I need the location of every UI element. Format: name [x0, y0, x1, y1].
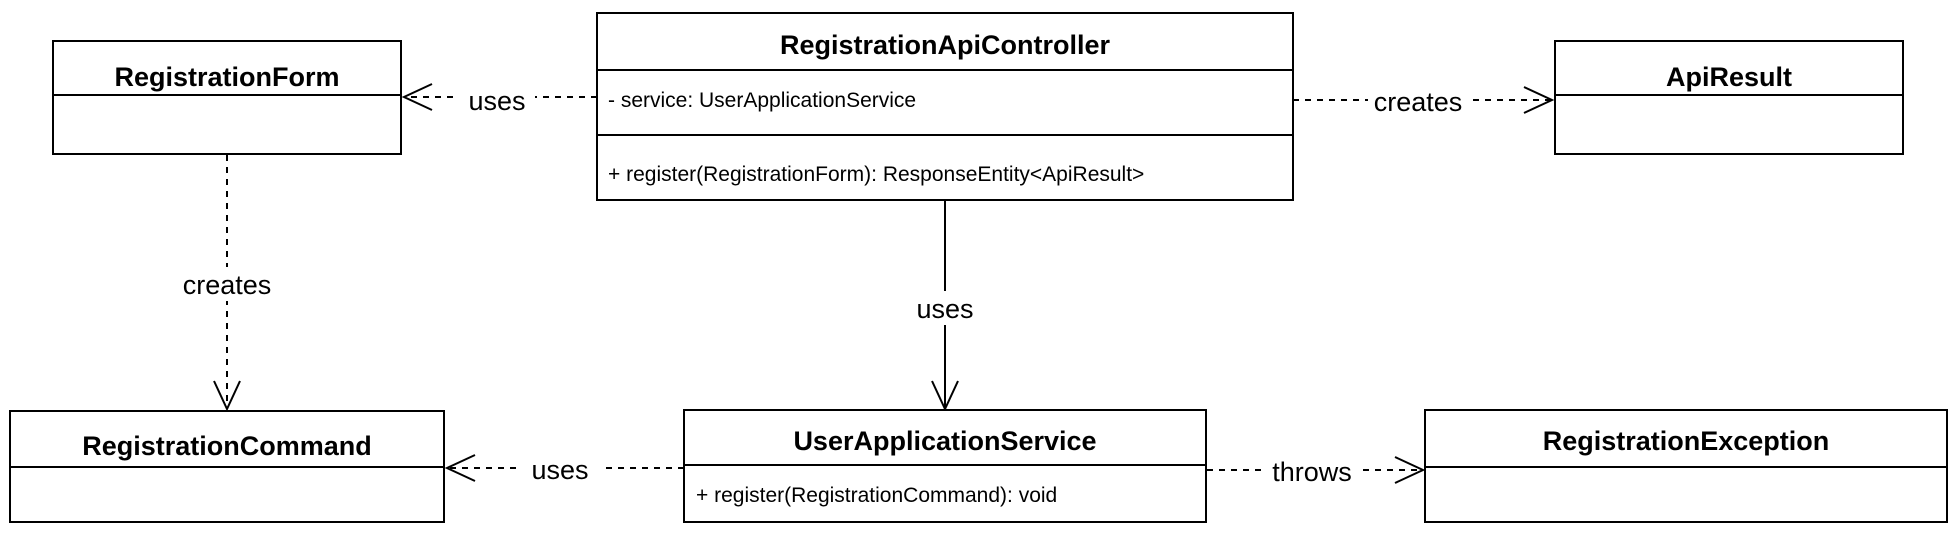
- edge-form-creates-command: [213, 155, 241, 412]
- class-name-registration-form: RegistrationForm: [114, 62, 339, 92]
- class-name-user-application-service: UserApplicationService: [793, 426, 1096, 456]
- label-backdrop: [459, 81, 535, 115]
- label-backdrop: [520, 452, 600, 486]
- open-arrowhead-icon: [401, 83, 433, 111]
- class-user-application-service[interactable]: [683, 409, 1207, 523]
- class-registration-api-controller[interactable]: [596, 12, 1294, 201]
- edge-label-controller-result: creates: [1374, 87, 1463, 117]
- class-registration-command[interactable]: [9, 410, 445, 523]
- class-box: [1554, 40, 1904, 155]
- class-api-result[interactable]: [1554, 40, 1904, 155]
- open-arrowhead-icon: [1523, 86, 1555, 114]
- open-arrowhead-icon: [1394, 456, 1426, 484]
- label-backdrop: [1266, 454, 1358, 488]
- operation-register-command: + register(RegistrationCommand): void: [696, 484, 1057, 507]
- class-box: [596, 12, 1294, 201]
- class-registration-exception[interactable]: [1424, 409, 1948, 523]
- label-backdrop: [905, 291, 985, 325]
- edge-label-controller-service: uses: [916, 294, 973, 324]
- open-arrowhead-icon: [213, 380, 241, 412]
- class-name-api-result: ApiResult: [1666, 62, 1792, 92]
- edge-label-form-command: creates: [183, 270, 272, 300]
- class-name-registration-api-controller: RegistrationApiController: [780, 30, 1111, 60]
- edge-label-service-command: uses: [531, 455, 588, 485]
- attribute-service: - service: UserApplicationService: [608, 89, 916, 112]
- open-arrowhead-icon: [444, 454, 476, 482]
- edge-service-uses-command: [444, 454, 684, 482]
- label-backdrop: [1368, 84, 1468, 118]
- edge-label-service-exception: throws: [1272, 457, 1352, 487]
- label-backdrop: [171, 267, 283, 301]
- class-registration-form[interactable]: [52, 40, 402, 155]
- class-name-registration-command: RegistrationCommand: [82, 431, 372, 461]
- class-name-registration-exception: RegistrationException: [1543, 426, 1830, 456]
- operation-register-form: + register(RegistrationForm): ResponseEn…: [608, 163, 1144, 186]
- edge-label-controller-form: uses: [468, 86, 525, 116]
- class-box: [52, 40, 402, 155]
- edge-labels: uses creates creates uses uses throws: [171, 81, 1468, 488]
- edge-controller-creates-result: [1293, 86, 1555, 114]
